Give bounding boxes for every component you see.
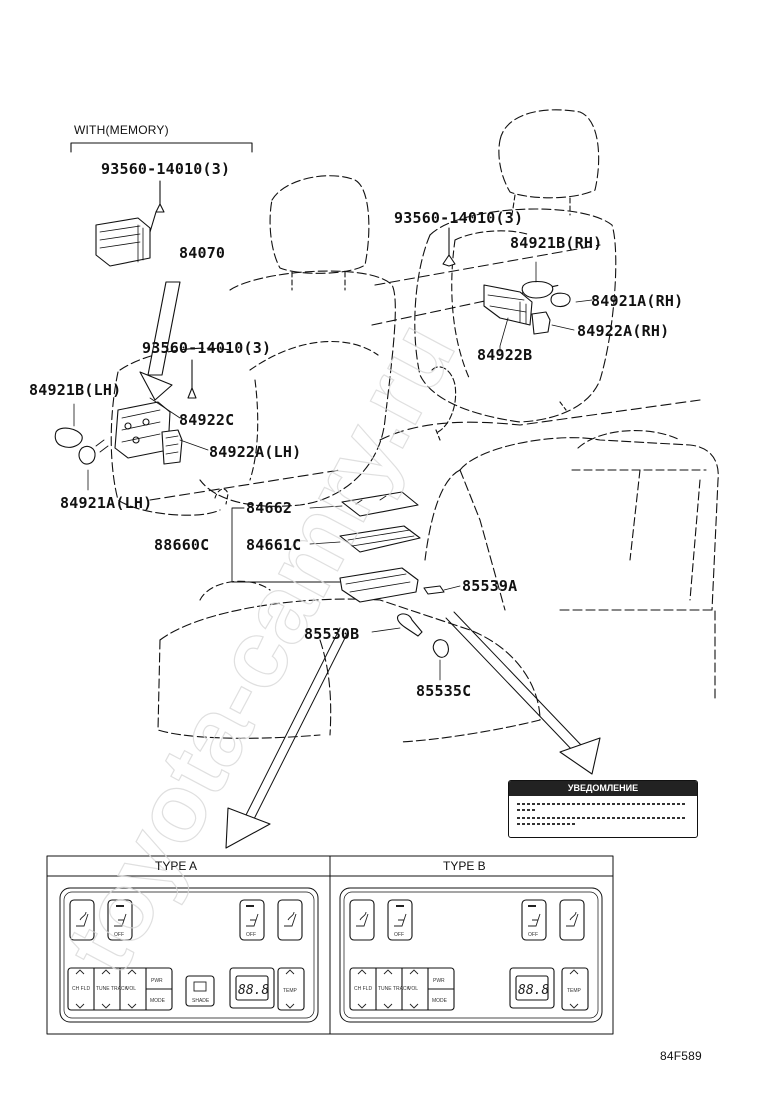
btn-a-pwr: PWR [151, 978, 163, 984]
label-84921a-rh: 84921A(RH) [591, 292, 684, 310]
seat-heat-icon-1a [76, 911, 89, 927]
figure-code: 84F589 [660, 1049, 702, 1063]
screw-93560-top [149, 180, 165, 233]
headrest-right [498, 109, 600, 199]
btn-b-mode: MODE [432, 998, 448, 1004]
leader-arrow-84070 [147, 281, 181, 376]
notice-text-line [517, 817, 687, 819]
btn-a-chfld: CH FLD [72, 986, 90, 992]
label-84921b-rh: 84921B(RH) [510, 234, 603, 252]
label-85535c: 85535C [416, 682, 472, 700]
bracket-88660c [231, 507, 341, 583]
notice-title: УВЕДОМЛЕНИЕ [509, 781, 697, 796]
notice-text-line [517, 823, 577, 825]
cover-84921b-lh [54, 427, 83, 448]
btn-a-shade: SHADE [192, 998, 210, 1004]
screw-93560-mid [187, 387, 197, 399]
arrow-to-type-a [225, 627, 349, 849]
btn-b-temp: TEMP [567, 988, 582, 994]
seat-heat-icon-3a [246, 913, 259, 927]
memory-bracket [70, 142, 253, 153]
label-84921a-lh: 84921A(LH) [60, 494, 153, 512]
seatback-right [429, 208, 617, 423]
type-a-title: TYPE A [155, 859, 198, 873]
seat-heat-icon-2a [114, 913, 127, 927]
btn-b-pwr: PWR [433, 978, 445, 984]
part-85539a [423, 585, 445, 595]
notice-label: УВЕДОМЛЕНИЕ [508, 780, 698, 838]
seat-heat-icon-4b [566, 911, 579, 927]
btn-b-chfld: CH FLD [354, 986, 372, 992]
btn-a-mode: MODE [150, 998, 166, 1004]
label-93560-mid: 93560-14010(3) [142, 339, 272, 357]
rear-seatback [459, 437, 719, 611]
notice-text-line [517, 809, 535, 811]
headrest-left [269, 175, 370, 274]
seat-heat-icon-3b [528, 913, 541, 927]
cover-84921b-rh [521, 280, 554, 299]
label-with-memory: WITH(MEMORY) [74, 123, 169, 137]
type-b-title: TYPE B [443, 859, 486, 873]
label-84921b-lh: 84921B(LH) [29, 381, 122, 399]
part-84662 [341, 491, 419, 517]
panel-type-b [339, 887, 603, 1023]
btn-b-vol: VOL [408, 986, 418, 992]
btn-b-tunetrack: TUNE TRACK [378, 986, 411, 992]
btn-a-tunetrack: TUNE TRACK [96, 986, 129, 992]
panel-icons [75, 905, 579, 1009]
btn-b-off-1: OFF [394, 932, 404, 938]
arrow-to-notice [445, 611, 601, 775]
switch-assembly-right [483, 284, 533, 326]
seat-heat-icon-2b [394, 913, 407, 927]
label-85539a: 85539A [462, 577, 518, 595]
btn-b-off-2: OFF [528, 932, 538, 938]
panel-type-a [59, 887, 319, 1023]
label-93560-top: 93560-14010(3) [101, 160, 231, 178]
display-b: 88.8 [518, 983, 549, 998]
seatback-left [199, 270, 396, 507]
notice-text-line [517, 803, 687, 805]
knob-84922a-rh [531, 311, 551, 335]
label-84922a-lh: 84922A(LH) [209, 443, 302, 461]
label-88660c: 88660C [154, 536, 210, 554]
btn-a-temp: TEMP [283, 988, 298, 994]
label-84661c: 84661C [246, 536, 302, 554]
seat-heat-icon-1b [356, 911, 369, 927]
label-84922c: 84922C [179, 411, 235, 429]
label-84922a-rh: 84922A(RH) [577, 322, 670, 340]
label-93560-right: 93560-14010(3) [394, 209, 524, 227]
part-85535c [432, 639, 449, 658]
part-85530b [396, 613, 423, 637]
btn-a-off-1: OFF [114, 932, 124, 938]
btn-a-off-2: OFF [246, 932, 256, 938]
label-84662: 84662 [246, 499, 293, 517]
switch-assembly-left [114, 401, 183, 465]
knob-84921a-lh [78, 445, 96, 465]
knob-84921a-rh [550, 292, 571, 308]
label-84922b: 84922B [477, 346, 533, 364]
seat-heat-icon-4a [284, 911, 297, 927]
screw-93560-right [442, 254, 456, 267]
part-84661c [339, 525, 421, 553]
label-85530b: 85530B [304, 625, 360, 643]
seat-cushion-left [110, 347, 231, 516]
part-88660c [339, 567, 419, 603]
rear-cushion [159, 598, 541, 743]
shade-icon [193, 981, 207, 992]
btn-a-vol: VOL [126, 986, 136, 992]
label-84070: 84070 [179, 244, 226, 262]
display-a: 88.8 [238, 983, 269, 998]
switch-module-84070 [95, 217, 151, 267]
